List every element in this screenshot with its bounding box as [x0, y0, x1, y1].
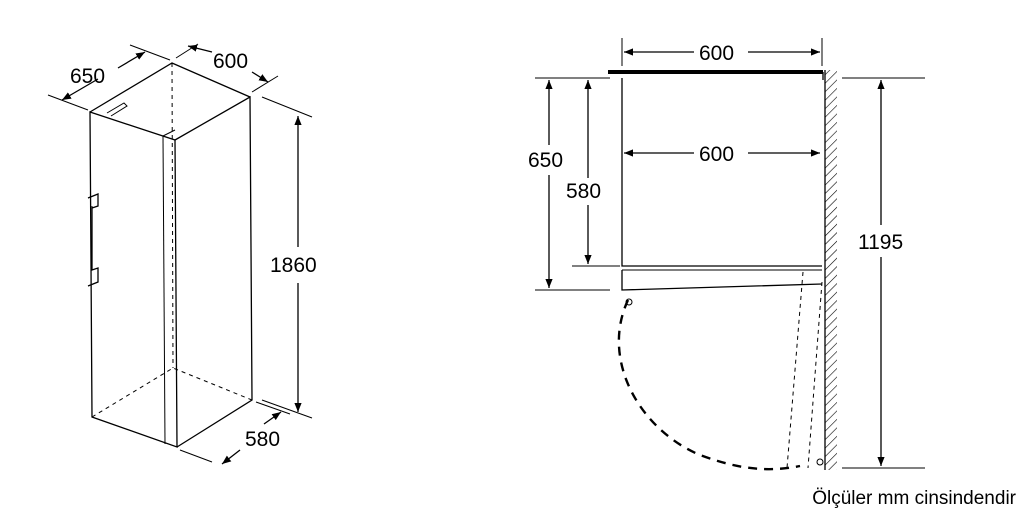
iso-width-dimension: 600: [175, 43, 279, 93]
top-outer-width-dimension: 600: [621, 38, 823, 66]
iso-depth-dimension: 650: [47, 44, 171, 111]
wall: [824, 70, 837, 470]
iso-depth-label: 650: [70, 65, 105, 88]
cabinet-outline: [621, 78, 823, 306]
fridge-handle: [87, 193, 99, 287]
units-footnote: Ölçüler mm cinsindendir: [812, 488, 1016, 509]
top-inner-width-label: 600: [699, 143, 734, 166]
iso-height-label: 1860: [270, 254, 317, 277]
top-door-open-label: 1195: [858, 231, 903, 254]
iso-width-label: 600: [213, 50, 248, 73]
top-outer-width-label: 600: [699, 42, 734, 65]
top-inner-width-dimension: 600: [624, 143, 820, 166]
top-outer-depth-label: 650: [528, 149, 563, 172]
top-inner-depth-dimension: 580: [566, 80, 620, 267]
top-door-open-dimension: 1195: [842, 77, 925, 469]
top-outer-depth-dimension: 650: [528, 77, 610, 291]
fridge-body: [89, 62, 253, 448]
iso-inner-depth-dimension: 580: [179, 401, 291, 465]
iso-inner-depth-label: 580: [245, 428, 280, 451]
iso-height-dimension: 1860: [261, 96, 317, 419]
top-view: 600 600 650 580 1195: [528, 38, 925, 471]
iso-fridge-view: 650 600 1860 580: [47, 43, 317, 465]
top-inner-depth-label: 580: [566, 180, 601, 203]
open-door: [617, 271, 824, 471]
